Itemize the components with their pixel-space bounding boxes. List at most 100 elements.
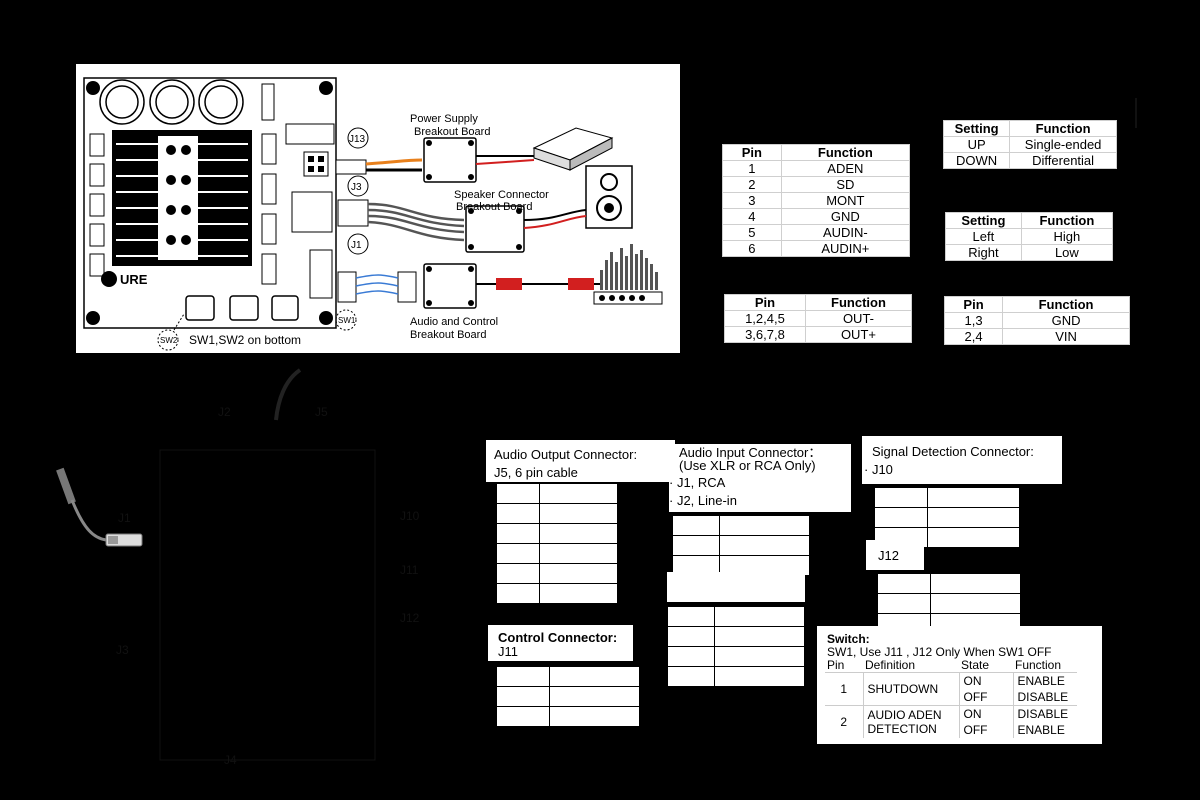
table-cell: VIN — [1002, 328, 1130, 345]
table-cell: 2 — [722, 176, 782, 193]
audio-input-subtitle: · J1 JST Connector — [733, 125, 852, 140]
speaker-output-title: Speaker Output Connector: — [727, 260, 897, 275]
switch-row1-state1: ON — [958, 672, 1013, 689]
sw2-label: SW2 — [160, 336, 178, 345]
table-header-cell: Function — [1020, 212, 1114, 229]
signal-detection-box: Signal Detection Connector: · J10 — [862, 436, 1062, 484]
control-box: Control Connector: J11 — [488, 625, 633, 661]
signal-subtitle: · J10 — [864, 462, 893, 477]
audio-input2-subtitle: (Use XLR or RCA Only) — [679, 458, 816, 473]
table-cell: 1,2,4,5 — [724, 310, 806, 327]
table-header-cell: Pin — [724, 294, 806, 311]
switch-subtitle: SW1, Use J11 , J12 Only When SW1 OFF — [827, 645, 1052, 659]
control-dark-table — [496, 666, 640, 727]
board-diagram-panel: URE SW2 SW1 SW1,SW2 on bottom J13 J3 J1 — [76, 64, 680, 353]
table-header-cell: Pin — [943, 296, 1004, 313]
gain-switch-title: Gain Control Switch: — [950, 179, 1079, 194]
power-connector-title: Power Supply Connector: — [947, 264, 1106, 279]
table-cell: 1,3 — [943, 312, 1004, 329]
j2-label-lower: J2 — [218, 405, 231, 419]
table-cell: AUDIN+ — [780, 240, 911, 257]
j10-label-lower: J10 — [400, 509, 420, 523]
audio-input2-dark-table — [672, 515, 810, 576]
headphone-jack-icon — [56, 467, 143, 547]
audio-output-dark-table — [496, 483, 618, 604]
switch-row2-def: AUDIO ADEN DETECTION — [862, 705, 959, 738]
gain-switch-subtitle: · SW2 Slide Switch — [953, 192, 1070, 207]
switch-row1-func2: DISABLE — [1012, 689, 1077, 706]
table-cell: GND — [780, 208, 911, 225]
audio-output-box: Audio Output Connector: J5, 6 pin cable — [486, 440, 675, 482]
speaker — [585, 165, 633, 229]
table-header-cell: Setting — [945, 212, 1022, 229]
switch-row2-pin: 2 — [840, 715, 848, 729]
table-header-cell: Function — [804, 294, 913, 311]
switch-row2-state2: OFF — [958, 722, 1013, 738]
table-cell: AUDIN- — [780, 224, 911, 241]
j3-label: J3 — [351, 182, 362, 193]
top-right-fragment — [1135, 98, 1167, 128]
switch-header-pin: Pin — [827, 658, 845, 672]
j4-label-lower: J4 — [224, 753, 237, 767]
power-supply-unit — [532, 127, 614, 171]
power-breakout-label-1: Power Supply — [410, 113, 478, 125]
switch-title: Switch: — [827, 632, 870, 646]
board-logo: URE — [120, 272, 148, 287]
table-cell: Single-ended — [1009, 136, 1117, 153]
blank-dark-table — [667, 606, 805, 687]
switch-row2-func2: ENABLE — [1012, 722, 1077, 738]
audio-input-title: Audio Input Connector: — [730, 112, 876, 127]
audio-input2-title: Audio Input Connector： — [679, 445, 822, 460]
j1-label: J1 — [351, 240, 362, 251]
table-cell: 3 — [722, 192, 782, 209]
table-cell: 3,6,7,8 — [724, 326, 806, 343]
rca-cable — [476, 278, 600, 290]
table-cell: MONT — [780, 192, 911, 209]
mode-switch-subtitle: · SW1 Slide Switch — [950, 99, 1067, 114]
table-cell: 2,4 — [943, 328, 1004, 345]
speaker-output-subtitle: · J3 TE Connector — [730, 273, 842, 288]
equalizer-graphic — [600, 244, 658, 290]
j12-label-lower: J12 — [400, 611, 420, 625]
switch-row1-state2: OFF — [958, 689, 1013, 706]
speaker-breakout-label-1: Speaker Connector — [454, 189, 549, 201]
table-cell: 6 — [722, 240, 782, 257]
signal-dark-table — [874, 487, 1020, 548]
switch-row1-func1: ENABLE — [1012, 672, 1077, 689]
table-cell: 5 — [722, 224, 782, 241]
audio-breakout-label-2: Breakout Board — [410, 329, 486, 341]
sw2-marker — [157, 329, 179, 351]
table-header-cell: Function — [1002, 296, 1130, 313]
switch-row1-def: SHUTDOWN — [862, 672, 959, 706]
mount-holes — [86, 81, 333, 325]
signal-title: Signal Detection Connector: — [872, 444, 1034, 459]
table-cell: High — [1020, 228, 1114, 245]
audio-input2-item2: · J2, Line-in — [669, 493, 737, 508]
table-header-cell: Setting — [942, 120, 1011, 137]
switch-header-def: Definition — [865, 658, 916, 672]
j12-dark-table — [877, 573, 1021, 634]
table-cell: OUT- — [804, 310, 913, 327]
capacitors — [99, 79, 244, 125]
table-cell: SD — [780, 176, 911, 193]
j3-label-lower: J3 — [116, 643, 129, 657]
switch-row1-pin: 1 — [840, 682, 848, 696]
board-diagram: URE SW2 SW1 SW1,SW2 on bottom J13 J3 J1 — [83, 77, 663, 351]
mode-switch-title: Audio Input Mode Switch: — [947, 86, 1107, 101]
lower-board-diagram: J2 J5 J1 J10 J11 J12 J3 J4 — [56, 368, 420, 767]
